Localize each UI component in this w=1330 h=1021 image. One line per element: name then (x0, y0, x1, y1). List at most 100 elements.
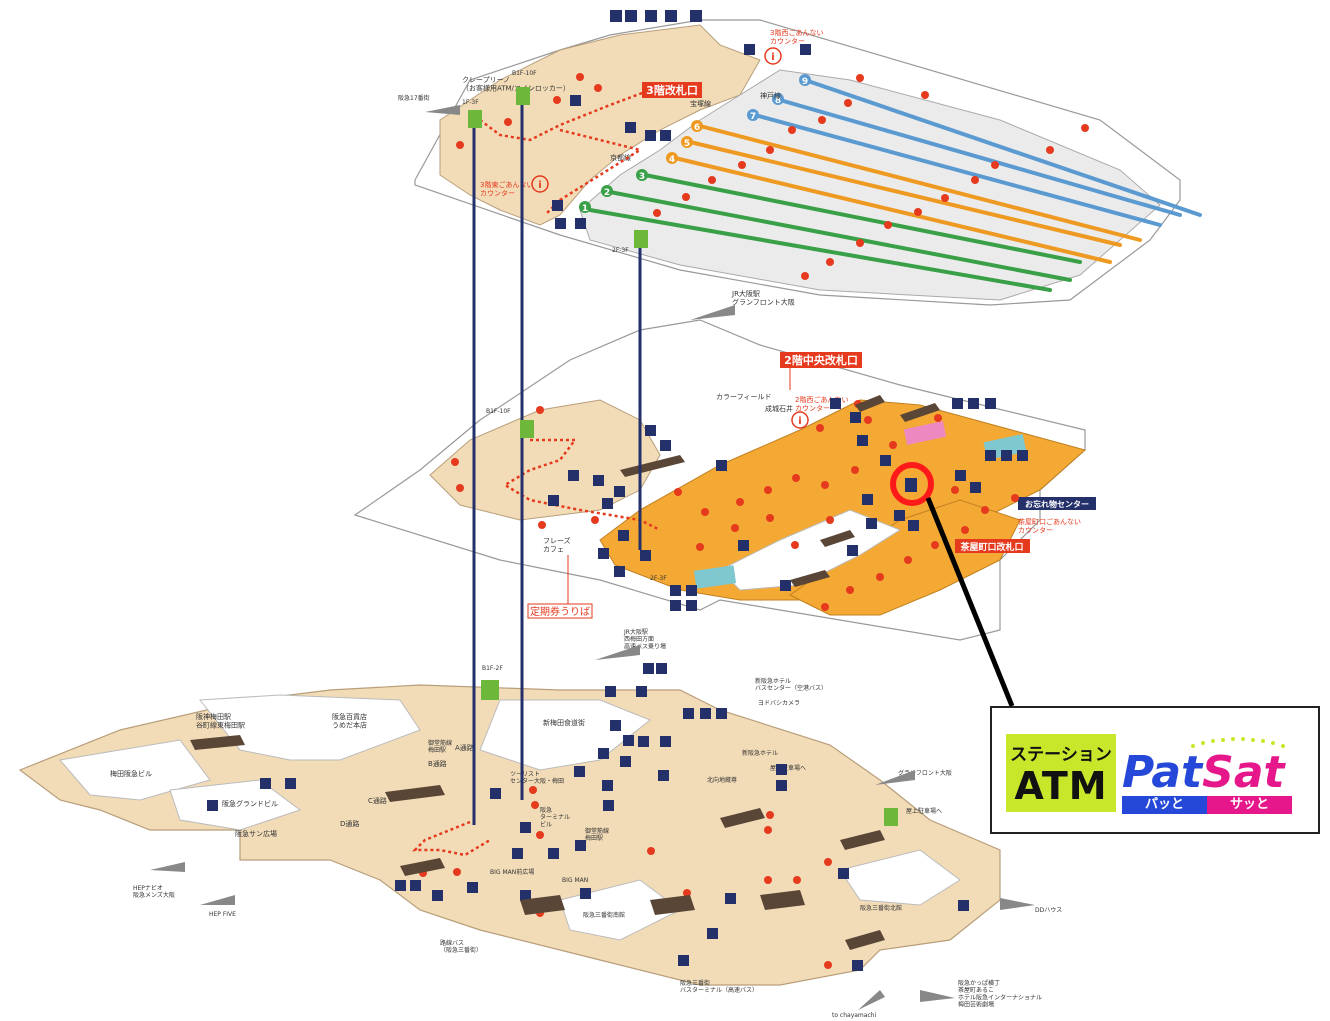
station-atm-line2: ATM (1014, 764, 1108, 808)
label-kobe-line: 神戸線 (760, 91, 781, 100)
patsat-tagline-right: サッと (1229, 797, 1269, 812)
escalators-2f (620, 395, 940, 587)
platform-2: 2 (604, 188, 610, 198)
info-icon-3f-west (764, 47, 782, 65)
atm-icon (857, 435, 868, 446)
passage-d: D通路 (340, 819, 359, 828)
locker-icon (660, 130, 671, 141)
floor-1f-white-e (839, 849, 961, 906)
passage-a: A通路 (455, 743, 474, 752)
elevator-icon (520, 420, 534, 438)
atm-icon (620, 756, 631, 767)
chayamachi-gate-sign: 茶屋町口改札口 (959, 541, 1023, 553)
train-icon (716, 460, 727, 471)
atm-icon (512, 848, 523, 859)
hotel-bus-label: 新阪急ホテルバスセンター（空港バス） (755, 677, 827, 692)
track-1 (588, 208, 1052, 292)
floor-2f-white-inner (719, 509, 902, 591)
jr-station-2f: JR大阪駅グランフロント大阪 (731, 289, 795, 306)
elevator-icon (516, 87, 530, 105)
elevator-icon (634, 230, 648, 248)
atm-icon (602, 780, 613, 791)
mail-icon (958, 900, 969, 911)
platform-4: 4 (669, 155, 675, 165)
info-chayamachi: 茶屋町口ごあんないカウンター (1018, 517, 1081, 534)
phone-icon (614, 486, 625, 497)
sanbangai-north-label: 阪急三番街北館 (860, 904, 902, 912)
atm-icon (548, 495, 559, 506)
teiki-sign: 定期券うりば (530, 605, 590, 618)
atm-icon (645, 425, 656, 436)
locker-icon (850, 412, 861, 423)
toilet-icon (952, 398, 963, 409)
platform-7: 7 (750, 112, 756, 122)
locker-icon (614, 566, 625, 577)
patsat-logo-pat: Pat (1122, 747, 1203, 798)
yodobashi-label: ヨドバシカメラ (758, 700, 800, 707)
tag-1f3f: 1F-3F (462, 99, 479, 106)
phone-icon (636, 686, 647, 697)
track-2 (608, 190, 1072, 282)
phone-icon (678, 955, 689, 966)
bigman-label: BIG MAN (562, 877, 588, 884)
floor-2f-concourse (429, 399, 661, 521)
locker-icon (603, 800, 614, 811)
phone-icon (520, 822, 531, 833)
atm-icon (658, 770, 669, 781)
phone-icon (776, 780, 787, 791)
jr-osaka-label: JR大阪駅西梅田方面高速バス乗り場 (623, 628, 666, 650)
route-1f (411, 820, 491, 857)
floor-2f-gate-area (599, 399, 1087, 601)
platform-6: 6 (694, 123, 700, 133)
phone-icon (570, 95, 581, 106)
atm-icon (410, 880, 421, 891)
stair-markers-2f (451, 400, 1019, 611)
atm-icon (207, 800, 218, 811)
locker-icon (575, 218, 586, 229)
floor-1f-white-b (199, 694, 421, 761)
lost-found-sign-bg (1018, 497, 1096, 510)
elevator-icon (640, 550, 651, 561)
elevator-icon (468, 110, 482, 128)
arrow-dd-house (1000, 898, 1035, 910)
tag-b1f2f: B1F-2F (482, 665, 503, 672)
rooftop-parking-label: 屋上駐車場へ (770, 764, 806, 772)
toilet-icon (686, 585, 697, 596)
atm-location-highlight (890, 462, 934, 506)
bus-icon (656, 663, 667, 674)
info-icon-3f-east (531, 175, 549, 193)
terminal-building-label: 阪急ターミナルビル (540, 806, 570, 828)
grand-building-label: 阪急グランドビル (222, 799, 278, 808)
platform-numbers: 1 2 3 4 5 6 7 8 9 (579, 74, 811, 214)
arrow-grand-front (875, 770, 915, 785)
toilet-icon (1001, 450, 1012, 461)
patsat-tagline-left: パッと (1144, 797, 1184, 812)
atm-icon (894, 510, 905, 521)
gate-2f-sign: 2階中央改札口 (784, 353, 858, 367)
locker-icon (970, 482, 981, 493)
gate-3f-sign-bg (642, 82, 702, 98)
exit-17bangai: 阪急17番街 (398, 94, 430, 102)
arrow-chayamachi (858, 990, 885, 1010)
atm-icon (610, 720, 621, 731)
atm-icon (568, 470, 579, 481)
bus-icon (643, 663, 654, 674)
bigman-square-label: BIG MAN前広場 (490, 868, 534, 876)
direction-arrows (150, 105, 1035, 1010)
toilet-icon (670, 600, 681, 611)
track-6 (698, 124, 1142, 242)
toilet-icon (665, 10, 677, 22)
tag-2f3f-2f: 2F-3F (650, 575, 667, 582)
phone-icon (838, 868, 849, 879)
patsat-logo-sat: Sat (1202, 747, 1285, 798)
phone-icon (955, 470, 966, 481)
platform-3: 3 (639, 172, 645, 182)
phone-icon (605, 686, 616, 697)
info-icon-2f-west (791, 411, 809, 429)
atm-icon (598, 548, 609, 559)
phone-icon (555, 218, 566, 229)
elevator-icon (884, 808, 898, 826)
track-9 (803, 78, 1202, 217)
grand-front-label: グランフロント大阪 (898, 769, 952, 777)
